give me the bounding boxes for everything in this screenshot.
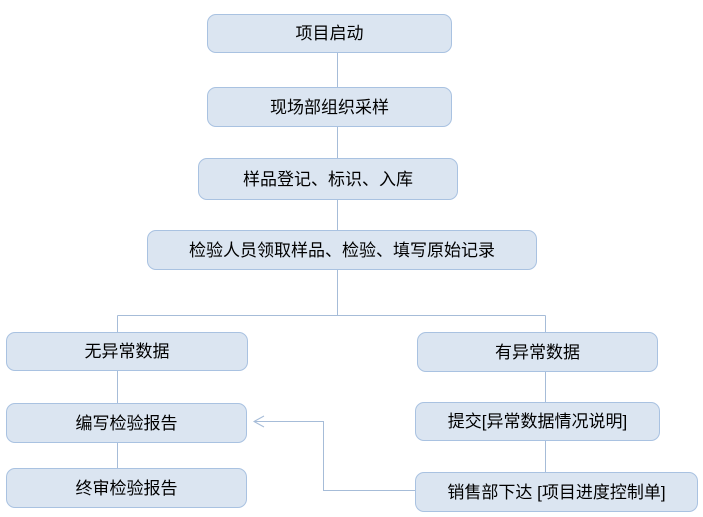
flow-node-register: 样品登记、标识、入库 xyxy=(198,158,458,200)
flow-node-inspect: 检验人员领取样品、检验、填写原始记录 xyxy=(147,230,537,270)
flow-node-submit-note: 提交[异常数据情况说明] xyxy=(415,402,660,441)
flow-node-start: 项目启动 xyxy=(207,14,452,53)
flow-node-sampling: 现场部组织采样 xyxy=(207,87,452,127)
arrowhead-left-icon xyxy=(252,415,265,428)
flow-node-no-abnormal: 无异常数据 xyxy=(6,332,248,371)
flow-node-abnormal: 有异常数据 xyxy=(417,332,658,372)
flow-node-sales-issue: 销售部下达 [项目进度控制单] xyxy=(415,472,698,512)
edge-sales-write-elbow xyxy=(254,421,415,491)
flow-node-final-review: 终审检验报告 xyxy=(6,468,247,508)
flow-node-write-report: 编写检验报告 xyxy=(6,403,247,443)
